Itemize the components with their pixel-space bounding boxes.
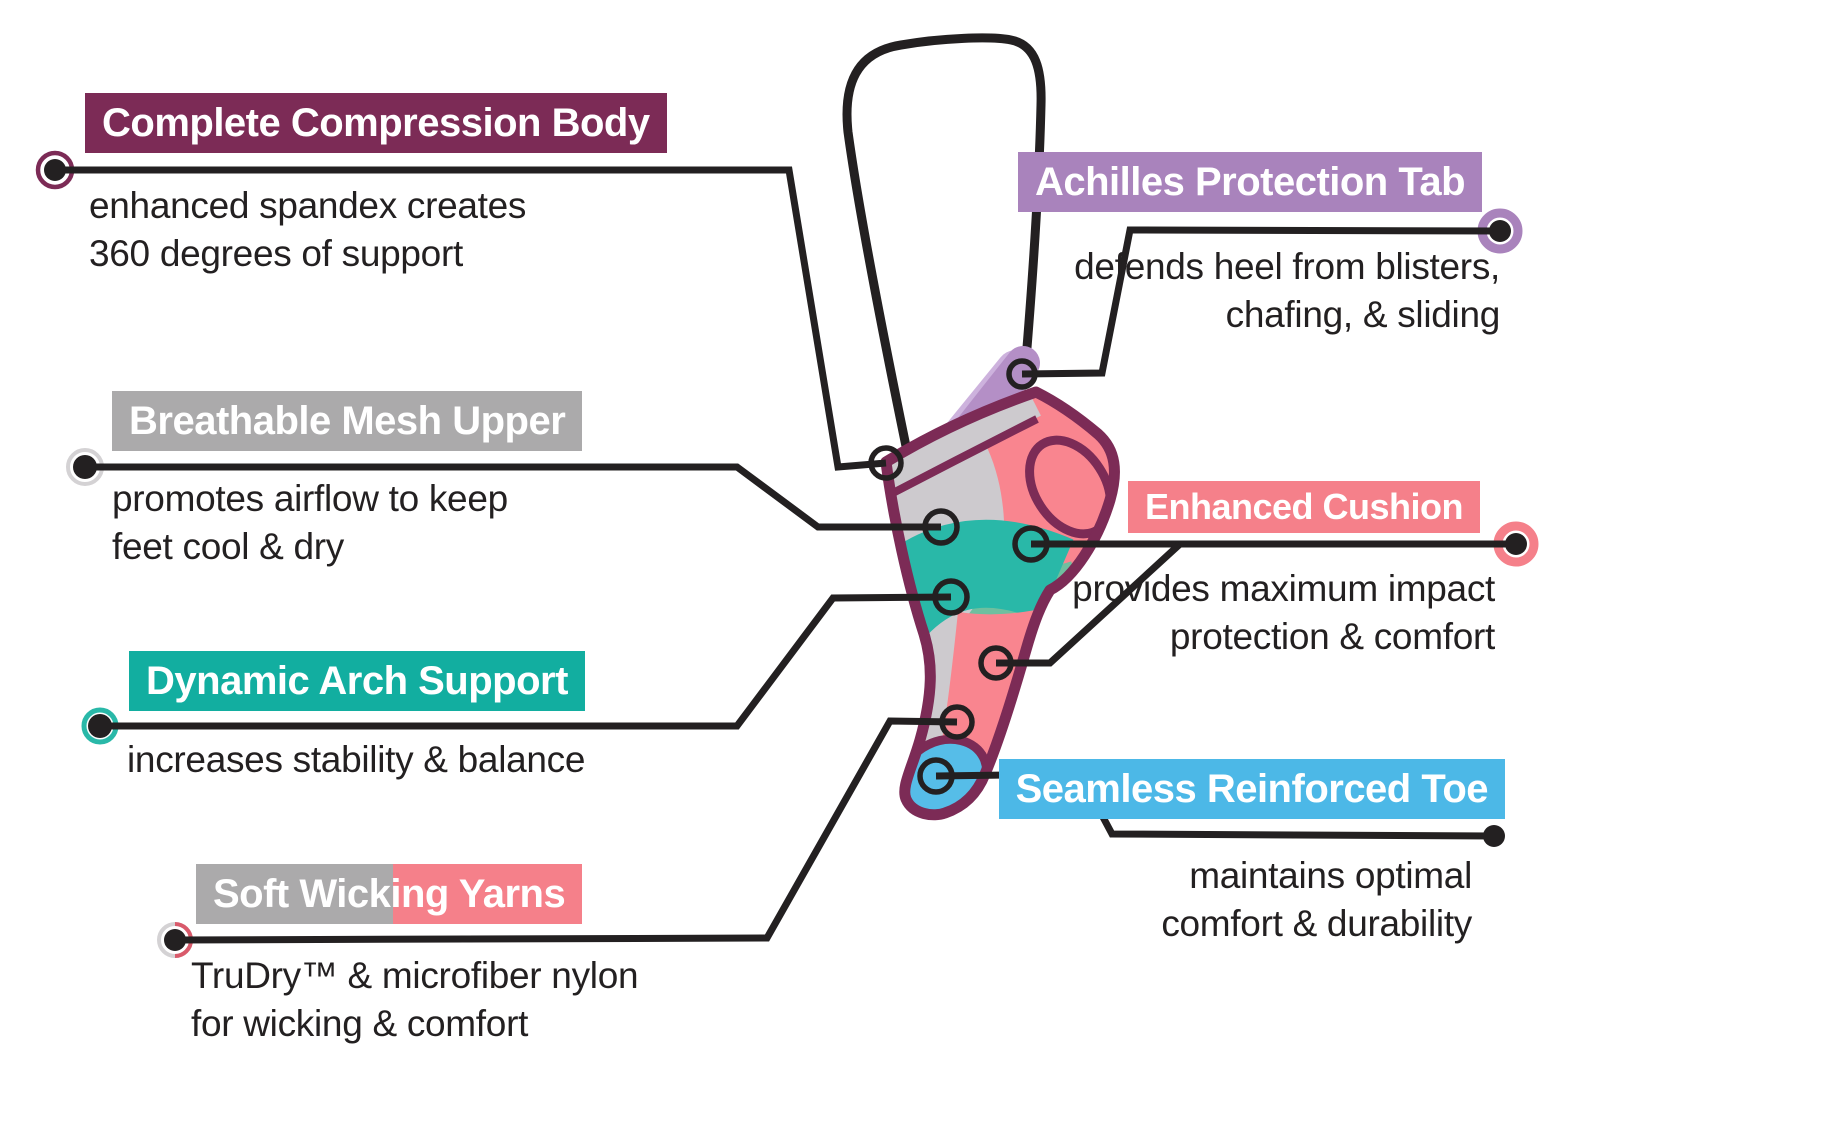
wicking-endpoint-dot [164,929,186,951]
feature-title-cushion: Enhanced Cushion [1127,481,1480,533]
feature-desc-wicking: TruDry™ & microfiber nylon for wicking &… [191,952,639,1048]
cuff-inner-line [889,415,1039,498]
mesh-endpoint-dot [73,455,97,479]
arch-leader-line [100,593,952,730]
cushion-endpoint-dot [1505,533,1527,555]
feature-title-wicking: Soft Wicking Yarns [196,864,583,924]
feature-desc-mesh-line1: promotes airflow to keep [112,478,508,519]
mesh-anchor [922,508,960,546]
mesh-leader-line [85,463,941,531]
cushion-leader-branch [996,541,1183,667]
feature-desc-cushion-line1: provides maximum impact [1072,568,1495,609]
toe-endpoint-dot [1483,825,1505,847]
compression-leader-line [55,166,887,471]
arch-anchor [932,578,970,616]
feature-title-toe: Seamless Reinforced Toe [998,759,1505,819]
feature-desc-toe-line2: comfort & durability [1161,903,1472,944]
cushion-forefoot-anchor [978,645,1014,681]
feature-desc-achilles: defends heel from blisters, chafing, & s… [1074,243,1500,339]
wicking-leader-line [174,717,958,944]
cushion-heel-anchor [1012,525,1050,563]
feature-desc-compression: enhanced spandex creates 360 degrees of … [89,182,526,278]
compression-anchor [868,445,904,481]
feature-desc-mesh-line2: feet cool & dry [112,526,345,567]
feature-title-mesh: Breathable Mesh Upper [112,391,583,451]
achilles-anchor [1006,358,1038,390]
achilles-endpoint-dot [1489,220,1511,242]
achilles-leader-line [1021,226,1501,378]
toe-anchor [917,757,955,795]
sock-outline [880,386,1120,821]
feature-desc-arch-line1: increases stability & balance [127,739,586,780]
feature-desc-wicking-line2: for wicking & comfort [191,1003,529,1044]
feature-desc-achilles-line1: defends heel from blisters, [1074,246,1500,287]
feature-title-achilles: Achilles Protection Tab [1017,152,1482,212]
feature-desc-wicking-line1: TruDry™ & microfiber nylon [191,955,639,996]
wicking-anchor [939,704,975,740]
feature-desc-cushion: provides maximum impact protection & com… [1072,565,1495,661]
cuff-band [886,392,1041,491]
feature-title-compression: Complete Compression Body [85,93,667,153]
feature-desc-cushion-line2: protection & comfort [1169,616,1495,657]
feature-desc-arch: increases stability & balance [127,736,585,784]
compression-endpoint-dot [44,159,66,181]
feature-title-arch: Dynamic Arch Support [129,651,585,711]
feature-desc-achilles-line2: chafing, & sliding [1225,294,1501,335]
arch-endpoint-dot [88,714,112,738]
feature-desc-toe-line1: maintains optimal [1189,855,1472,896]
feature-desc-compression-line1: enhanced spandex creates [89,185,527,226]
feature-desc-toe: maintains optimal comfort & durability [1161,852,1472,948]
feature-desc-mesh: promotes airflow to keep feet cool & dry [112,475,508,571]
feature-desc-compression-line2: 360 degrees of support [89,233,463,274]
